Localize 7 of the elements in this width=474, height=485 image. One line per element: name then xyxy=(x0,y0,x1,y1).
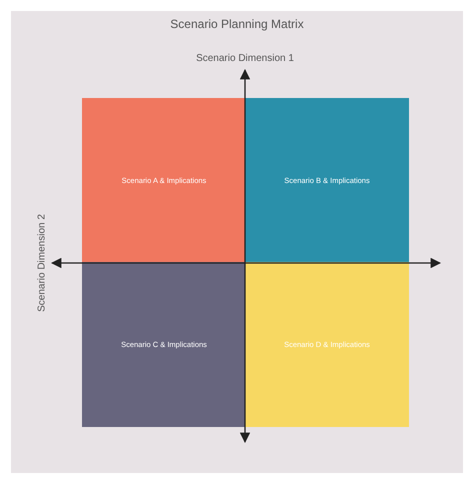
scenario-quadrant xyxy=(82,262,246,427)
scenario-quadrant xyxy=(245,98,409,263)
scenario-quadrant xyxy=(245,262,409,427)
title: Scenario Planning Matrix xyxy=(169,17,305,31)
scenario-quadrant xyxy=(82,98,246,263)
axis-label: Scenario Dimension 2 xyxy=(36,214,48,312)
axis-label: Scenario Dimension 1 xyxy=(195,53,295,64)
